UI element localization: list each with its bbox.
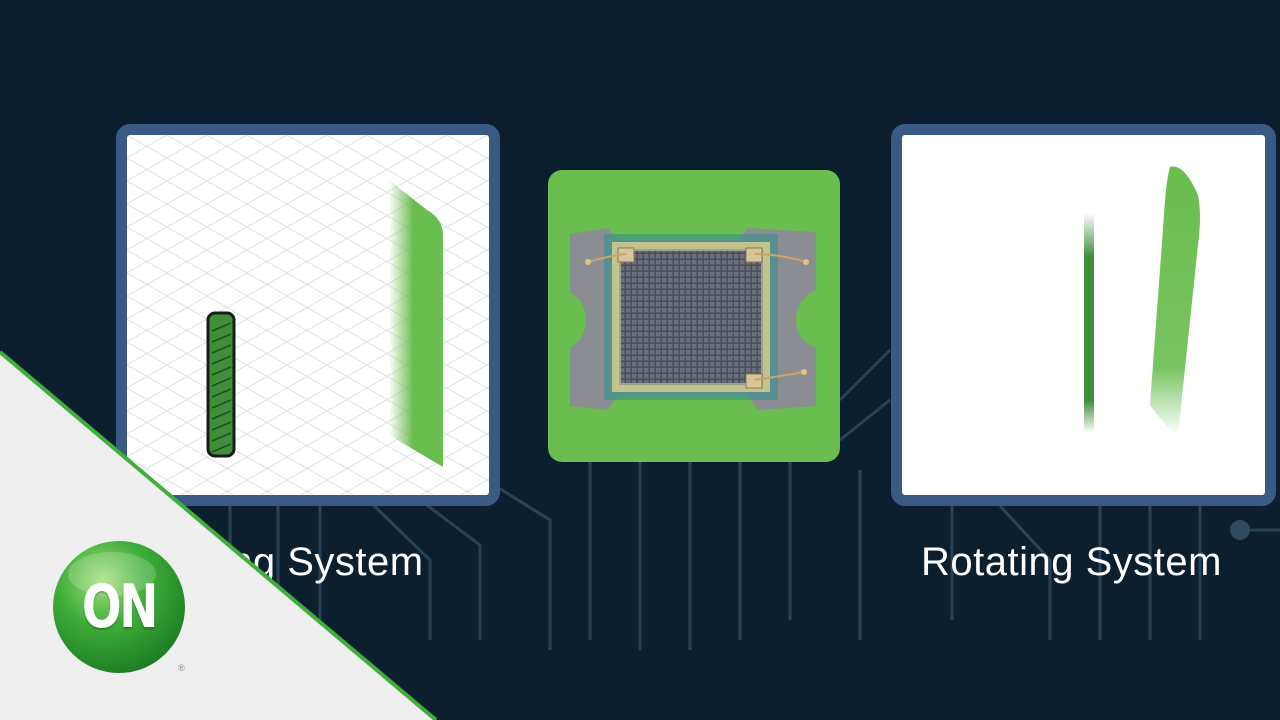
- rotating-system-panel: [891, 124, 1276, 506]
- sensor-die-panel: [548, 170, 840, 462]
- sensor-strip: [206, 311, 236, 458]
- rotating-illustration: [1084, 166, 1200, 436]
- rotating-light-plane: [1150, 166, 1200, 436]
- trace-node: [1230, 520, 1250, 540]
- scanning-light-plane: [389, 180, 443, 467]
- on-logo-icon: [53, 541, 185, 673]
- registered-mark: ®: [178, 663, 185, 673]
- sensor-strip: [1084, 213, 1094, 433]
- rotating-system-caption: Rotating System: [921, 540, 1222, 584]
- scanning-system-panel: [116, 124, 500, 506]
- logo-text: ON: [81, 572, 159, 642]
- scanning-system-caption: ning System: [198, 540, 424, 584]
- sensor-chip-image: [570, 228, 816, 410]
- scanning-illustration: [127, 135, 489, 495]
